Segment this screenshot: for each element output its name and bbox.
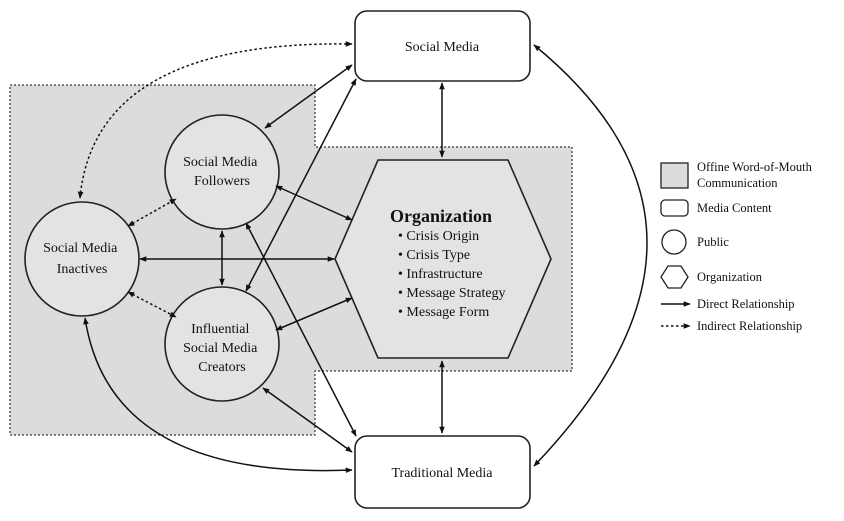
edge-socialmedia-traditional-outer (533, 44, 648, 467)
social-media-label: Social Media (405, 40, 480, 55)
inactives-label: Social Media Inactives (43, 241, 121, 277)
edge-inactives-socialmedia (77, 41, 353, 199)
organization-title: Organization (390, 206, 492, 226)
org-item-crisis-type: • Crisis Type (398, 248, 470, 263)
legend: Offine Word-of-Mouth Communication Media… (660, 160, 815, 333)
org-item-message-form: • Message Form (398, 305, 489, 320)
legend-wom-swatch (660, 162, 689, 189)
edge-inactives-followers (127, 198, 177, 227)
legend-wom-label: Offine Word-of-Mouth Communication (697, 160, 815, 190)
legend-public-swatch (661, 229, 687, 255)
legend-direct-label: Direct Relationship (697, 297, 795, 311)
organization-items: • Crisis Origin • Crisis Type • Infrastr… (398, 229, 509, 320)
inactives-circle (24, 201, 140, 317)
traditional-media-label: Traditional Media (392, 466, 494, 481)
edge-inactives-traditional (83, 317, 353, 474)
legend-media-swatch (660, 199, 689, 217)
followers-label: Social Media Followers (183, 155, 261, 189)
org-item-message-strategy: • Message Strategy (398, 286, 506, 301)
indirect-edges (77, 41, 353, 318)
creators-label: Influential Social Media Creators (183, 322, 261, 375)
social-media-box (354, 10, 531, 82)
org-item-crisis-origin: • Crisis Origin (398, 229, 479, 244)
legend-public-label: Public (697, 235, 729, 249)
legend-organization-swatch (660, 265, 689, 289)
followers-circle (164, 114, 280, 230)
legend-media-label: Media Content (697, 201, 772, 215)
legend-indirect-label: Indirect Relationship (697, 319, 802, 333)
organization-hexagon (334, 159, 552, 359)
edge-inactives-creators (127, 291, 177, 318)
traditional-media-box (354, 435, 531, 509)
legend-organization-label: Organization (697, 270, 763, 284)
org-item-infrastructure: • Infrastructure (398, 267, 483, 282)
